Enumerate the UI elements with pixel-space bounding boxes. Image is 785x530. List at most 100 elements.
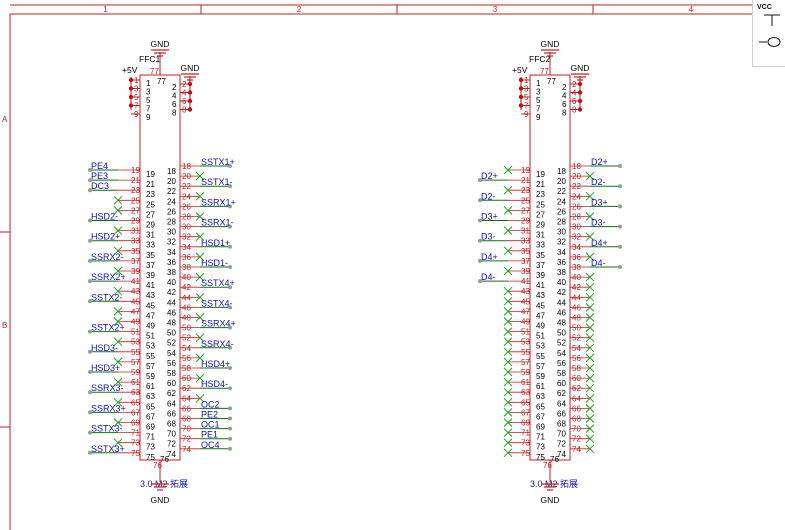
pin-inner-number: 37 [536, 261, 545, 270]
header-pin-number: 2 [182, 80, 187, 89]
net-label: SSTX4- [201, 298, 233, 308]
connector-ref: FFC2 [529, 54, 551, 64]
pin-inner-number: 45 [146, 301, 155, 310]
pin-inner-number: 42 [167, 288, 176, 297]
wire-end-dot [88, 349, 92, 354]
net-label: SSTX3- [91, 424, 123, 434]
wire-end-dot [88, 410, 92, 415]
net-label: HSD4- [201, 379, 228, 389]
pin-inner-number: 69 [536, 423, 545, 432]
wire-end-dot [618, 265, 622, 269]
no-connect-mark [113, 397, 123, 407]
pin-number: 36 [182, 253, 191, 262]
header-pin-number: 4 [182, 89, 187, 98]
pin-number: 49 [521, 318, 530, 327]
pin-number: 20 [572, 172, 581, 181]
pin-inner-number: 60 [557, 379, 566, 388]
junction-dot [518, 77, 524, 83]
pin-number: 21 [131, 176, 140, 185]
pin-number: 37 [131, 257, 140, 266]
wire-end-dot [228, 325, 232, 330]
header-pin-number: 3 [524, 85, 529, 94]
pin-number: 68 [182, 415, 191, 424]
no-connect-mark [585, 353, 595, 363]
pin-number: 50 [572, 324, 581, 333]
pin-inner-number: 41 [146, 281, 155, 290]
wire-end-dot [478, 258, 482, 263]
junction-dot [577, 81, 583, 87]
pin-inner-number: 23 [536, 190, 545, 199]
wire-end-dot [478, 238, 482, 243]
pin-number: 36 [572, 253, 581, 262]
pin-inner-number: 67 [536, 412, 545, 421]
no-connect-mark [585, 404, 595, 413]
pin-inner-number: 64 [167, 399, 176, 408]
no-connect-mark [113, 266, 123, 276]
pin-inner-number: 60 [167, 379, 176, 388]
wire-end-dot [228, 184, 232, 189]
no-connect-mark [503, 307, 513, 316]
pin-number: 28 [182, 213, 191, 222]
header-pin-number: 7 [134, 102, 139, 111]
junction-dot [518, 86, 524, 91]
wire-end-dot [228, 204, 232, 209]
vcc-tool[interactable]: VCC [753, 2, 785, 32]
pin-inner-number: 74 [557, 450, 566, 459]
wire-end-dot [478, 198, 482, 203]
pin-inner-number: 62 [167, 389, 176, 398]
pin-number: 38 [572, 263, 581, 272]
pin-inner-number: 63 [146, 392, 155, 401]
net-label: D2+ [481, 171, 498, 181]
pin-inner-number: 28 [167, 218, 176, 227]
pin-inner-number: 69 [146, 423, 155, 432]
pin-number: 18 [572, 162, 581, 171]
wire-end-dot [88, 218, 92, 223]
no-connect-mark [585, 292, 595, 302]
pin-number: 25 [521, 196, 530, 205]
wire-end-dot [88, 178, 92, 183]
pin-inner-number: 64 [557, 399, 566, 408]
pin-number: 45 [521, 297, 530, 306]
net-label: HSD1+ [201, 238, 230, 248]
pin-inner-number: 39 [536, 271, 545, 280]
wire-end-dot [88, 168, 92, 172]
wire-end-dot [228, 265, 232, 269]
wire-end-dot [88, 329, 92, 334]
pin-number: 72 [182, 435, 191, 444]
net-label: D2+ [591, 157, 608, 167]
no-connect-mark [503, 438, 513, 448]
header-pin-inner: 4 [172, 92, 177, 101]
no-connect-mark [585, 212, 595, 221]
pin-number: 70 [572, 425, 581, 434]
connector-ref: FFC1 [139, 54, 161, 64]
pin-number: 43 [521, 287, 530, 296]
pin-inner-number: 56 [557, 359, 566, 368]
net-label: PE4 [91, 161, 108, 171]
pin-number: 65 [521, 398, 530, 407]
header-pin-number: 6 [572, 97, 577, 106]
pin-inner-number: 46 [557, 308, 566, 317]
pin-number: 27 [521, 206, 530, 215]
no-connect-mark [585, 343, 595, 353]
net-label: SSTX4+ [201, 278, 235, 288]
no-connect-mark [195, 191, 205, 201]
no-connect-mark [195, 171, 205, 181]
pin-number: 67 [131, 408, 140, 417]
junction-dot [577, 98, 583, 104]
connector-top-pin: 77 [540, 67, 549, 76]
pin-number: 58 [572, 364, 581, 373]
net-label: SSRX1- [201, 218, 234, 228]
pin-number: 41 [521, 277, 530, 286]
header-pin-inner: 3 [146, 88, 151, 97]
no-connect-mark [113, 337, 123, 347]
header-pin-inner: 8 [562, 109, 567, 118]
pin-number: 53 [131, 338, 140, 347]
no-connect-mark [503, 418, 513, 427]
pin-number: 25 [131, 196, 140, 205]
gnd-label: GND [181, 63, 200, 73]
pin-number: 75 [131, 449, 140, 458]
port-tool[interactable] [753, 32, 785, 62]
